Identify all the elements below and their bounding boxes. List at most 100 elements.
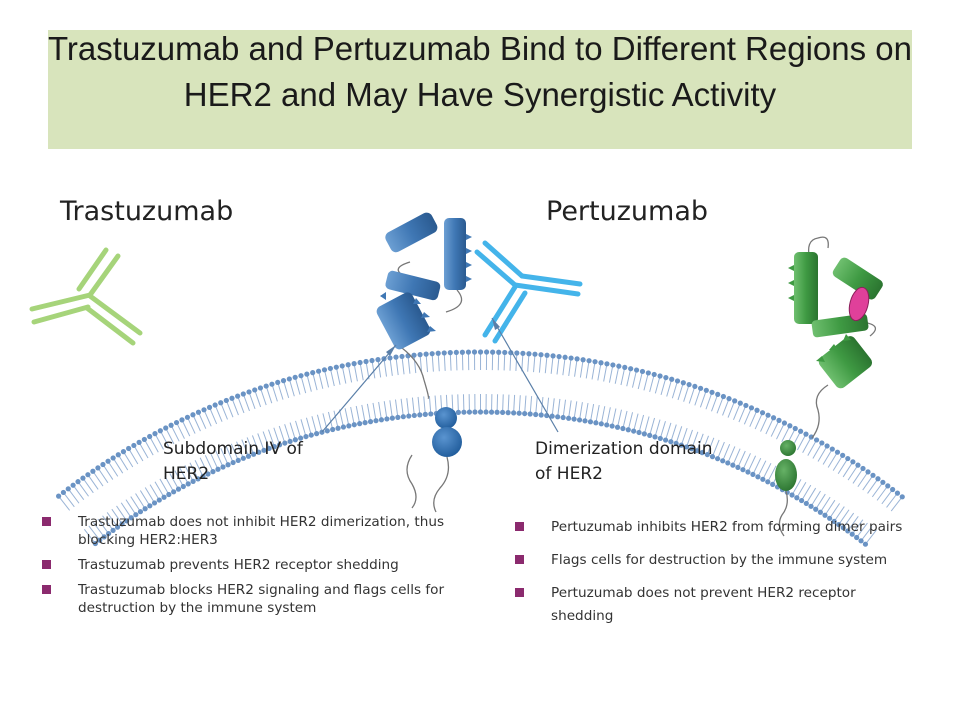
lipid-head bbox=[571, 416, 577, 422]
lipid-head bbox=[286, 376, 292, 382]
lipid-head bbox=[765, 479, 771, 485]
lipid-head bbox=[367, 419, 374, 425]
lipid-tail bbox=[225, 400, 234, 418]
lipid-tail bbox=[622, 410, 628, 429]
lipid-head bbox=[240, 391, 246, 397]
lipid-tail bbox=[335, 367, 341, 385]
lipid-tail bbox=[817, 445, 828, 462]
lipid-head bbox=[532, 351, 538, 357]
lipid-tail bbox=[199, 457, 209, 475]
lipid-tail bbox=[705, 392, 713, 410]
lipid-head bbox=[496, 349, 502, 355]
lipid-head bbox=[657, 373, 663, 379]
lipid-head bbox=[817, 509, 823, 515]
lipid-tail bbox=[574, 358, 578, 377]
lipid-tail bbox=[573, 401, 578, 420]
lipid-head bbox=[639, 368, 646, 375]
lipid-tail bbox=[833, 506, 845, 522]
lipid-tail bbox=[329, 368, 335, 387]
lipid-head bbox=[447, 350, 453, 356]
lipid-head bbox=[616, 363, 622, 369]
lipid-head bbox=[834, 449, 841, 455]
lipid-head bbox=[488, 409, 495, 415]
lipid-head bbox=[80, 475, 86, 481]
lipid-tail bbox=[747, 455, 757, 473]
lipid-tail bbox=[529, 396, 533, 415]
lipid-head bbox=[384, 416, 390, 422]
lipid-head bbox=[340, 424, 347, 430]
lipid-head bbox=[840, 452, 846, 458]
lipid-tail bbox=[102, 515, 114, 531]
lipid-tail bbox=[699, 390, 707, 408]
lipid-tail bbox=[521, 353, 524, 372]
lipid-head bbox=[100, 461, 106, 468]
lipid-tail bbox=[355, 405, 361, 424]
lipid-tail bbox=[97, 518, 109, 534]
lipid-head bbox=[576, 417, 583, 423]
lipid-tail bbox=[88, 525, 101, 541]
lipid-tail bbox=[102, 464, 114, 480]
lipid-head bbox=[184, 414, 191, 420]
list-item: Flags cells for destruction by the immun… bbox=[515, 549, 915, 572]
lipid-tail bbox=[210, 452, 219, 470]
lipid-tail bbox=[300, 419, 307, 437]
lipid-head bbox=[880, 479, 886, 485]
lipid-head bbox=[276, 442, 283, 448]
lipid-head bbox=[282, 440, 288, 446]
lipid-head bbox=[808, 503, 814, 509]
lipid-tail bbox=[149, 436, 159, 453]
lipid-tail bbox=[617, 409, 622, 428]
lipid-tail bbox=[72, 484, 85, 501]
lipid-head bbox=[502, 349, 508, 356]
lipid-tail bbox=[209, 407, 218, 425]
lipid-head bbox=[686, 381, 692, 388]
lipid-head bbox=[587, 419, 594, 425]
lipid-tail bbox=[802, 436, 812, 454]
subdomain-iv-callout-line1: Subdomain IV of bbox=[163, 439, 303, 459]
lipid-head bbox=[647, 432, 653, 438]
lipid-head bbox=[754, 407, 760, 413]
lipid-head bbox=[550, 353, 556, 359]
lipid-head bbox=[179, 417, 185, 423]
lipid-head bbox=[95, 465, 101, 471]
lipid-head bbox=[303, 433, 309, 440]
lipid-head bbox=[760, 476, 766, 482]
lipid-tail bbox=[455, 352, 458, 371]
lipid-head bbox=[544, 352, 550, 358]
lipid-tail bbox=[237, 395, 245, 414]
lipid-tail bbox=[591, 361, 596, 380]
lipid-head bbox=[257, 385, 264, 391]
lipid-tail bbox=[659, 421, 666, 439]
lipid-tail bbox=[267, 429, 275, 447]
lipid-tail bbox=[413, 355, 417, 374]
lipid-tail bbox=[230, 443, 239, 461]
lipid-head bbox=[346, 423, 352, 429]
lipid-tail bbox=[654, 419, 661, 438]
lipid-tail bbox=[339, 409, 344, 428]
lipid-head bbox=[526, 351, 532, 357]
lipid-head bbox=[477, 409, 484, 415]
subdomain-iv-callout-line2: HER2 bbox=[163, 464, 210, 484]
lipid-tail bbox=[691, 431, 699, 449]
lipid-head bbox=[740, 467, 746, 473]
lipid-tail bbox=[597, 362, 602, 381]
lipid-tail bbox=[801, 484, 812, 501]
lipid-tail bbox=[856, 522, 868, 538]
lipid-head bbox=[292, 374, 298, 380]
lipid-head bbox=[141, 436, 147, 443]
lipid-tail bbox=[842, 512, 855, 529]
lipid-tail bbox=[289, 422, 296, 440]
lipid-tail bbox=[649, 417, 656, 436]
lipid-tail bbox=[83, 529, 96, 544]
lipid-tail bbox=[176, 422, 185, 439]
lipid-head bbox=[568, 355, 574, 361]
lipid-tail bbox=[631, 369, 638, 388]
lipid-head bbox=[673, 440, 679, 447]
lipid-tail bbox=[717, 441, 725, 459]
lipid-tail bbox=[271, 384, 278, 402]
lipid-head bbox=[840, 525, 846, 531]
lipid-head bbox=[472, 409, 478, 415]
lipid-tail bbox=[457, 394, 459, 413]
lipid-tail bbox=[164, 475, 175, 493]
lipid-tail bbox=[231, 398, 239, 416]
